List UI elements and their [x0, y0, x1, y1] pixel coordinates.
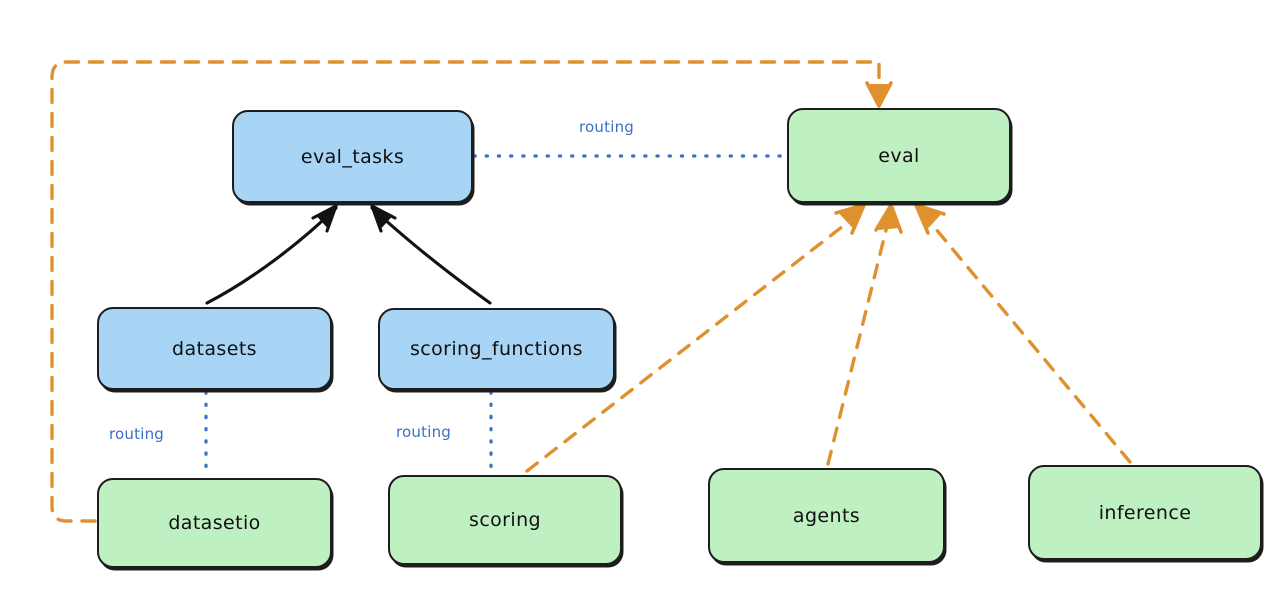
node-datasetio[interactable]: datasetio: [97, 478, 332, 568]
node-label-datasetio: datasetio: [168, 512, 261, 534]
node-eval-tasks[interactable]: eval_tasks: [232, 110, 473, 203]
node-label-scoring-functions: scoring_functions: [410, 338, 583, 360]
node-scoring-functions[interactable]: scoring_functions: [378, 308, 615, 390]
edge-label-routing-scoring-functions-scoring: routing: [396, 423, 451, 441]
node-label-eval: eval: [878, 144, 920, 167]
node-datasets[interactable]: datasets: [97, 307, 332, 390]
edge-scoring-functions-to-eval_tasks: [370, 204, 492, 305]
node-scoring[interactable]: scoring: [388, 475, 622, 565]
edge-label-routing-datasets-datasetio: routing: [109, 425, 164, 443]
node-label-agents: agents: [792, 504, 861, 527]
edge-datasets-to-eval_tasks: [205, 204, 338, 305]
edge-label-routing-eval-tasks-eval: routing: [579, 118, 634, 136]
edge-scoring-to-eval: [525, 203, 866, 473]
edge-datasetio-to-eval: [50, 60, 893, 523]
node-label-inference: inference: [1098, 501, 1192, 524]
node-label-scoring: scoring: [469, 509, 541, 531]
node-label-eval-tasks: eval_tasks: [300, 145, 405, 168]
edge-agents-to-eval: [826, 203, 903, 466]
edge-inference-to-eval: [914, 203, 1132, 464]
node-inference[interactable]: inference: [1028, 465, 1262, 560]
node-agents[interactable]: agents: [708, 468, 945, 563]
node-label-datasets: datasets: [172, 337, 257, 360]
node-eval[interactable]: eval: [787, 108, 1011, 203]
